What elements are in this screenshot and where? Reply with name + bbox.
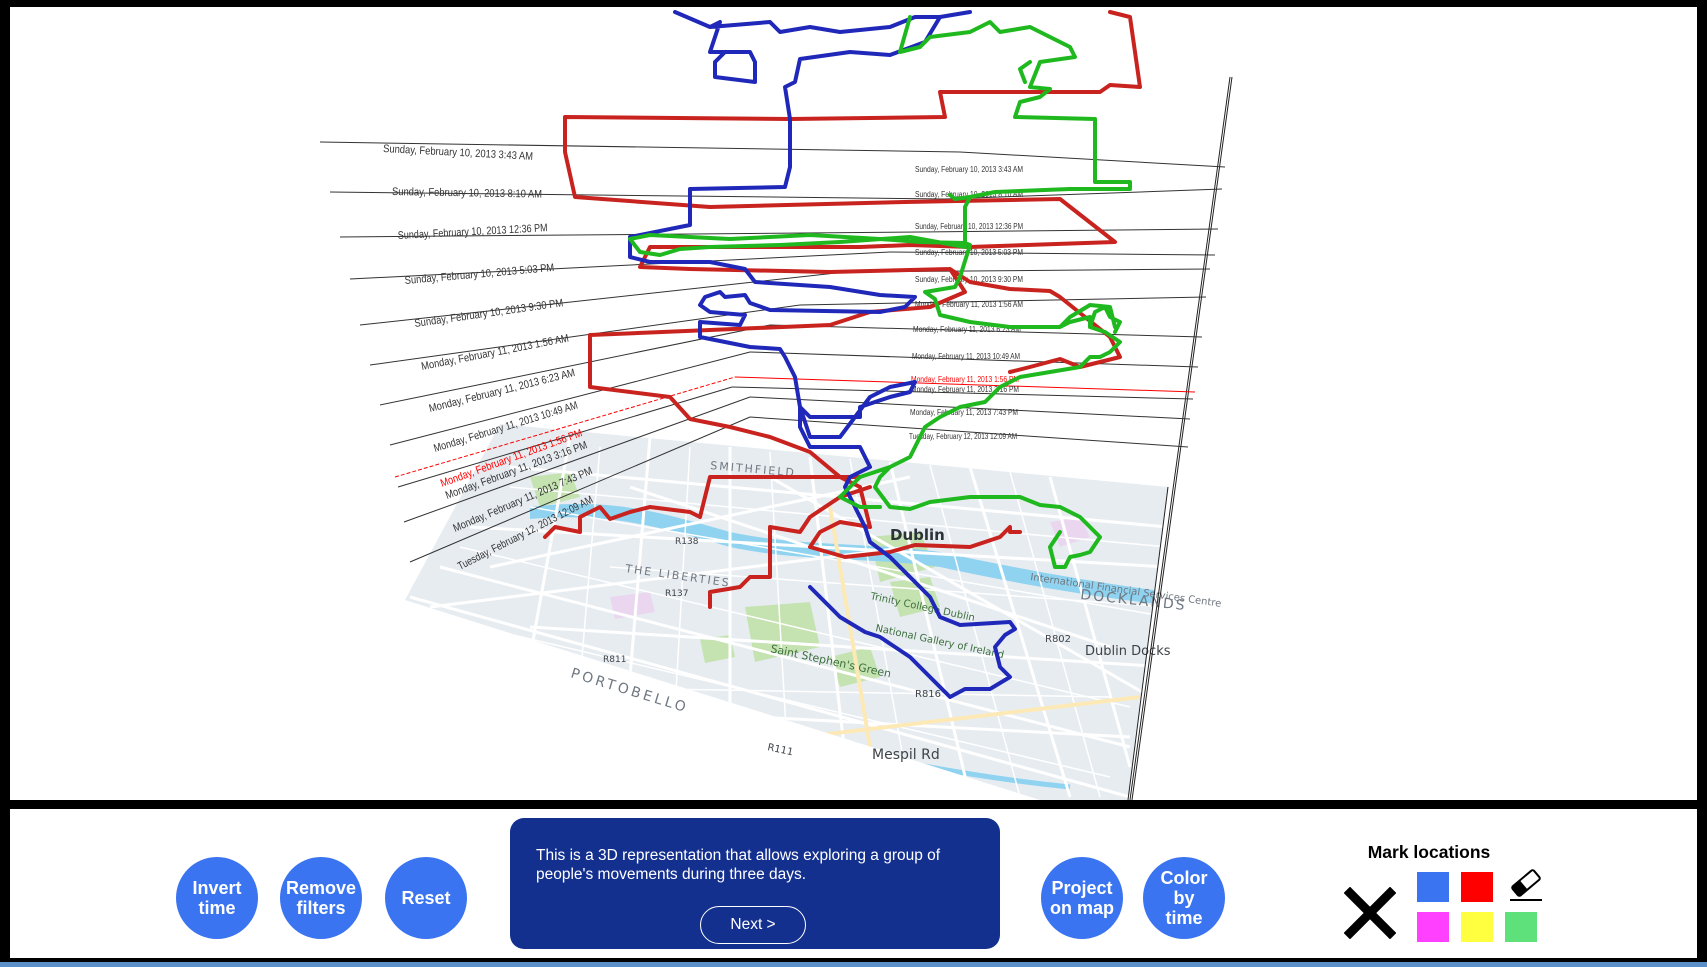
time-plane-line-right [889,251,1216,256]
eraser-icon[interactable] [1506,869,1546,903]
map-label-r811: R811 [603,655,626,665]
space-time-cube[interactable]: SMITHFIELD THE LIBERTIES PORTOBELLO Dubl… [10,7,1697,800]
time-plane-line-right [734,376,1196,393]
time-plane-line-right [749,416,1189,448]
time-label-right: Monday, February 11, 2013 10:49 AM [912,352,1020,361]
time-label-left: Sunday, February 10, 2013 9:30 PM [414,297,564,330]
remove-filters-button[interactable]: Remove filters [280,857,362,939]
trajectory-blue [628,10,1017,699]
time-label-right: Tuesday, February 12, 2013 12:09 AM [909,432,1017,441]
bottom-strip [0,962,1707,967]
time-label-right: Monday, February 11, 2013 1:56 AM [915,300,1023,309]
invert-time-button[interactable]: Invert time [176,857,258,939]
time-label-right: Monday, February 11, 2013 7:43 PM [910,408,1018,417]
trajectory-red [543,10,1142,609]
trajectories[interactable] [543,10,1142,699]
time-plane-line-right [731,386,1194,400]
time-label-left: Sunday, February 10, 2013 8:10 AM [392,186,542,201]
mark-color-red[interactable] [1461,872,1493,902]
time-plane-line-left [409,416,751,563]
time-plane-line-right [799,296,1207,306]
time-label-left: Monday, February 11, 2013 1:56 AM [420,333,570,373]
map-label-r137: R137 [665,589,688,599]
map-label-mespil: Mespil Rd [872,747,940,763]
map-label-r816: R816 [915,689,941,700]
time-plane-lines [319,141,1226,563]
map-label-dublin-docks: Dublin Docks [1085,644,1171,659]
map-label-r111: R111 [766,742,794,758]
mark-locations-title: Mark locations [1367,842,1491,862]
tutorial-panel: This is a 3D representation that allows … [510,818,1000,949]
time-label-left: Sunday, February 10, 2013 3:43 AM [383,143,533,163]
time-label-right: Sunday, February 10, 2013 8:10 AM [915,190,1023,199]
mark-color-yellow[interactable] [1461,912,1493,942]
time-label-right: Sunday, February 10, 2013 3:43 AM [915,165,1023,174]
time-label-left: Sunday, February 10, 2013 5:03 PM [404,262,554,287]
3d-viewport[interactable]: SMITHFIELD THE LIBERTIES PORTOBELLO Dubl… [10,7,1697,800]
mark-color-magenta[interactable] [1417,912,1449,942]
time-label-right: Monday, February 11, 2013 6:23 AM [913,325,1021,334]
control-toolbar: Invert time Remove filters Reset This is… [10,809,1697,958]
cube-frame [1127,76,1233,800]
time-plane-line-right [944,188,1223,200]
time-label-right: Monday, February 11, 2013 1:56 PM [911,375,1019,384]
time-plane-line-right [959,151,1226,168]
color-by-time-button[interactable]: Color by time [1143,857,1225,939]
tutorial-text: This is a 3D representation that allows … [536,847,941,883]
time-plane-line-left [349,251,891,280]
x-icon[interactable] [1343,886,1397,940]
time-plane-line-right [749,396,1191,420]
map-label-dublin: Dublin [890,526,945,544]
next-button[interactable]: Next > [700,906,806,944]
project-on-map-button[interactable]: Project on map [1041,857,1123,939]
reset-button[interactable]: Reset [385,857,467,939]
map-label-r802: R802 [1045,634,1071,645]
time-plane-line-left [329,191,946,200]
trajectory-green [628,15,1132,569]
time-plane-line-right [749,351,1199,368]
map-label-r138: R138 [675,537,699,547]
mark-color-green[interactable] [1505,912,1537,942]
time-plane-line-right [769,324,1203,338]
time-label-right: Monday, February 11, 2013 3:16 PM [911,385,1019,394]
time-plane-line-right [919,228,1219,233]
time-axis-labels-left: Sunday, February 10, 2013 3:43 AM Sunday,… [383,143,595,573]
time-plane-line-left [389,351,751,446]
time-plane-line-left [319,141,961,153]
time-plane-line-left [339,231,921,238]
time-label-left: Sunday, February 10, 2013 12:36 PM [398,222,548,242]
mark-color-blue[interactable] [1417,872,1449,902]
base-map: SMITHFIELD THE LIBERTIES PORTOBELLO Dubl… [405,424,1222,800]
time-label-right: Sunday, February 10, 2013 12:36 PM [915,222,1023,231]
time-plane-line-left [394,376,736,478]
